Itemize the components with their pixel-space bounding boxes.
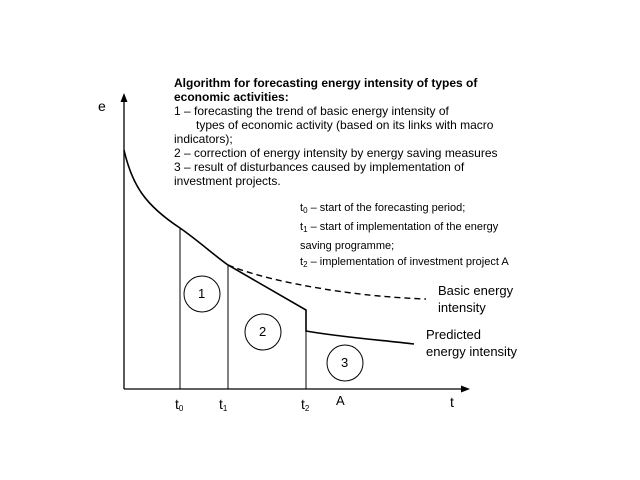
x-axis-arrow	[461, 385, 470, 393]
legend-block: t0 – start of the forecasting period; t1…	[300, 200, 509, 273]
tick-t2: t2	[301, 396, 310, 413]
algorithm-item2: 2 – correction of energy intensity by en…	[174, 146, 498, 160]
y-axis-arrow	[120, 93, 128, 102]
region-1-circle	[183, 275, 221, 313]
algorithm-item3-line1: 3 – result of disturbances caused by imp…	[174, 160, 465, 174]
predicted-curve-label: Predicted energy intensity	[426, 327, 518, 359]
x-axis-label: t	[450, 394, 454, 410]
algorithm-item3-line2: investment projects.	[174, 174, 281, 188]
predicted-curve	[123, 149, 415, 345]
algorithm-title-line2: economic activities:	[174, 90, 289, 104]
region-2-circle	[244, 313, 282, 351]
basic-curve	[227, 264, 427, 300]
legend-t2: t2 – implementation of investment projec…	[300, 256, 509, 269]
legend-t1-cont: saving programme;	[300, 240, 395, 252]
algorithm-title-line1: Algorithm for forecasting energy intensi…	[174, 76, 478, 90]
y-axis-label: e	[98, 98, 106, 114]
region-3-circle	[326, 344, 364, 382]
basic-curve-label: Basic energy intensity	[438, 283, 514, 315]
legend-t1: t1 – start of implementation of the ener…	[300, 221, 499, 234]
region-2-label: 2	[259, 324, 267, 339]
tick-t0: t0	[175, 396, 184, 413]
algorithm-item1-line1: 1 – forecasting the trend of basic energ…	[174, 104, 449, 118]
algorithm-item1-line2: types of economic activity (based on its…	[196, 118, 494, 132]
region-3-label: 3	[341, 355, 349, 370]
algorithm-block: Algorithm for forecasting energy intensi…	[174, 76, 498, 188]
region-1-label: 1	[198, 286, 206, 301]
legend-t0: t0 – start of the forecasting period;	[300, 202, 466, 215]
tick-A: A	[336, 393, 345, 408]
algorithm-item1-line3: indicators);	[174, 132, 233, 146]
tick-t1: t1	[219, 396, 228, 413]
